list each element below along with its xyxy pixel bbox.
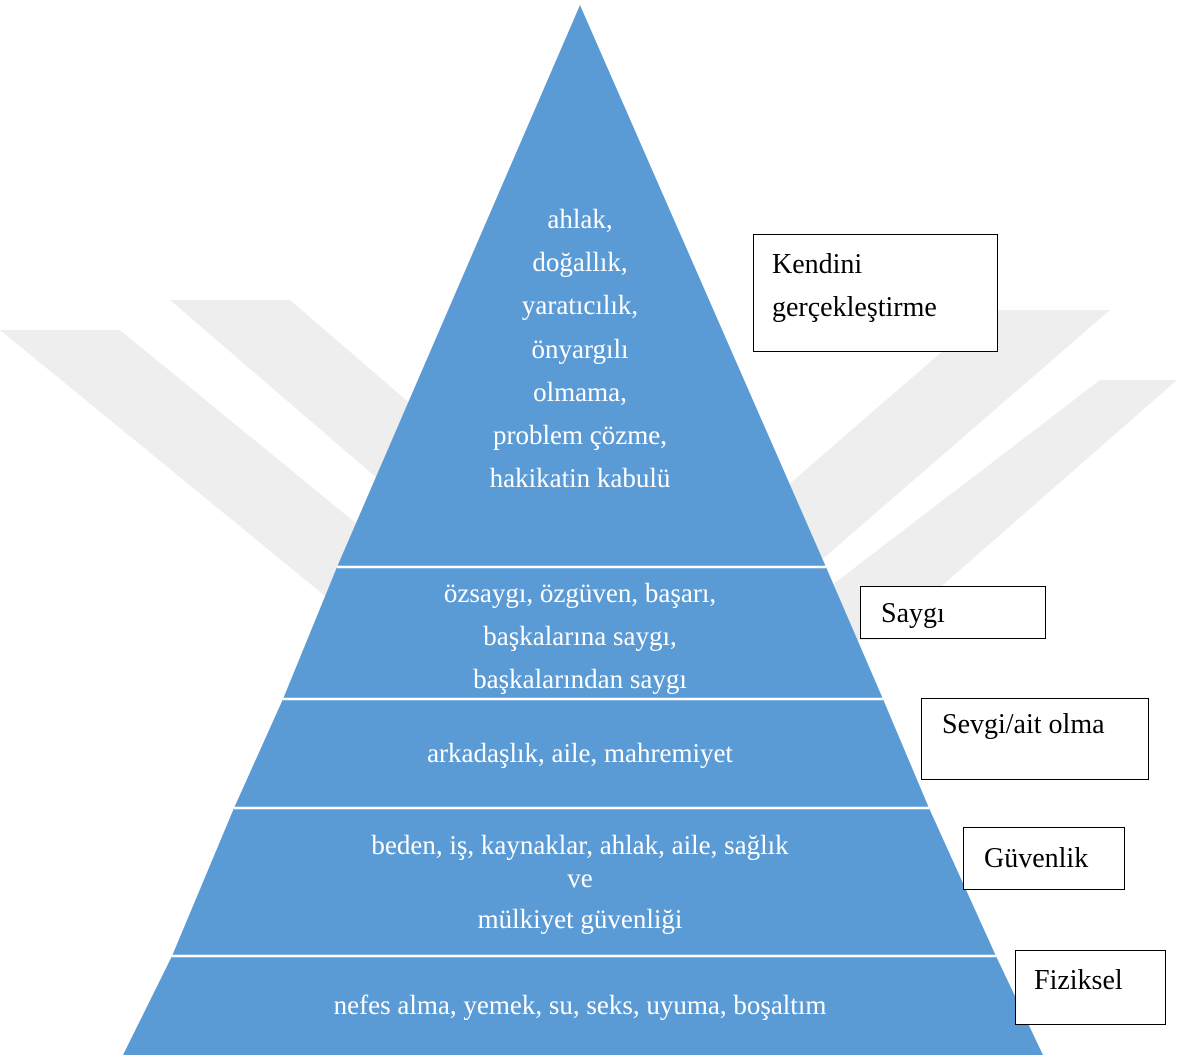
tier-line: özsaygı, özgüven, başarı, (443, 578, 717, 608)
tier-separators (172, 565, 996, 958)
pyramid-tier-safety (172, 808, 996, 956)
tier-text-self-actualization: ahlak, doğallık, yaratıcılık, önyargılı … (440, 198, 720, 500)
tier-line: başkalarına saygı, (483, 621, 677, 652)
label-line: gerçekleştirme (772, 292, 937, 324)
tier-line: ve (567, 863, 593, 894)
tier-line: problem çözme, (493, 419, 667, 450)
label-line: Fiziksel (1034, 965, 1123, 996)
pyramid-tier-self-actualization (337, 5, 826, 567)
tier-line: başkalarından saygı (473, 664, 687, 695)
pyramid-tier-esteem (283, 567, 883, 699)
pyramid-tier-physiological (123, 956, 1043, 1055)
tier-line: ahlak, (547, 204, 613, 234)
label-physiological: Fiziksel (1015, 950, 1166, 1025)
tier-text-love-belonging: arkadaşlık, aile, mahremiyet (330, 732, 830, 775)
label-self-actualization: Kendini gerçekleştirme (753, 234, 998, 352)
tier-line: mülkiyet güvenliği (477, 904, 683, 935)
label-line: Güvenlik (984, 843, 1089, 874)
tier-text-safety: beden, iş, kaynaklar, ahlak, aile, sağlı… (280, 824, 880, 941)
tier-line: olmama, (533, 376, 627, 407)
tier-line: yaratıcılık, (521, 290, 639, 321)
label-esteem: Saygı (860, 586, 1046, 639)
label-love-belonging: Sevgi/ait olma (921, 698, 1149, 780)
tier-line: hakikatin kabulü (489, 463, 671, 494)
tier-text-physiological: nefes alma, yemek, su, seks, uyuma, boşa… (230, 984, 930, 1027)
tier-line: arkadaşlık, aile, mahremiyet (427, 738, 733, 768)
label-line: Saygı (881, 598, 945, 629)
label-line: Kendini (772, 249, 863, 280)
pyramid-tier-love-belonging (234, 699, 929, 808)
tier-line: beden, iş, kaynaklar, ahlak, aile, sağlı… (371, 830, 789, 860)
label-safety: Güvenlik (963, 827, 1125, 890)
tier-line: önyargılı (531, 333, 629, 364)
tier-line: doğallık, (532, 247, 628, 278)
label-line: Sevgi/ait olma (942, 709, 1105, 740)
tier-text-esteem: özsaygı, özgüven, başarı, başkalarına sa… (380, 572, 780, 702)
tier-line: nefes alma, yemek, su, seks, uyuma, boşa… (333, 990, 827, 1020)
